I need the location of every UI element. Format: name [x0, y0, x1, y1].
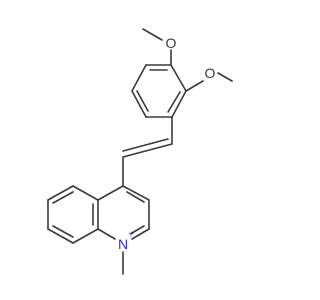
- bond-benzene-5: [131, 64, 147, 92]
- positive-charge-sign: +: [128, 230, 134, 241]
- bond-vinyl-double-b: [122, 138, 169, 152]
- bond-benzo-double-b: [52, 225, 74, 238]
- nitrogen-atom: N: [118, 236, 128, 252]
- atom-label-layer: O O N +: [118, 35, 216, 252]
- bond-methyl-o-top: [142, 28, 163, 41]
- bond-benzo-double-a: [52, 191, 74, 204]
- bond-pyridinium-3: [131, 228, 150, 240]
- bond-o-right-methyl: [217, 72, 233, 82]
- bond-ring-o-right: [185, 80, 204, 92]
- oxygen-atom-top: O: [166, 35, 177, 51]
- bond-pyridinium-1: [122, 185, 150, 201]
- bond-benzene-double-c: [136, 90, 149, 112]
- bond-pyridinium-4: [97, 228, 116, 240]
- bond-benzene-1: [170, 64, 187, 92]
- bond-benzo-1: [72, 185, 99, 201]
- bond-pyridinium-6: [97, 185, 124, 201]
- bond-benzene-4: [131, 90, 147, 118]
- bond-pyridinium-double-a: [126, 191, 145, 203]
- oxygen-atom-right: O: [205, 65, 216, 81]
- bond-benzo-5: [72, 228, 99, 244]
- bond-benzo-2: [47, 185, 74, 201]
- bond-layer: [47, 28, 233, 275]
- bond-vinyl-double-a: [122, 143, 173, 158]
- bond-benzene-2: [171, 90, 187, 118]
- bond-pyridinium-double-b: [131, 225, 145, 234]
- bond-benzo-4: [47, 228, 74, 244]
- molecule-structure: O O N +: [47, 28, 233, 275]
- bond-benzene-double-b: [167, 91, 181, 113]
